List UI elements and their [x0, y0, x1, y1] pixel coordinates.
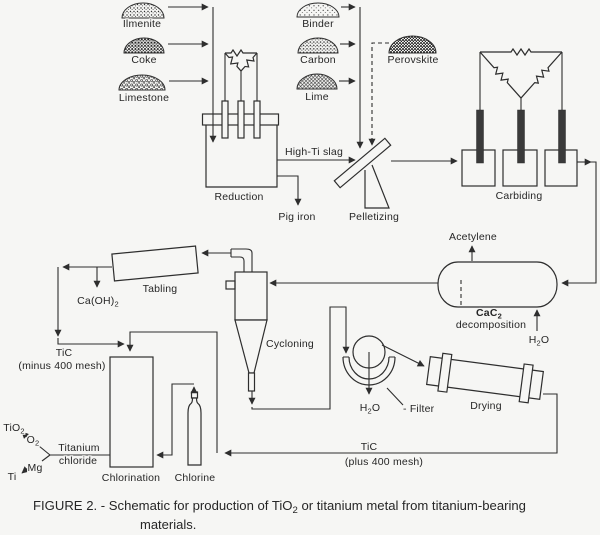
- binder-mound: [296, 2, 340, 18]
- carbiding-resistor-top: [480, 47, 562, 57]
- titanium-chloride-label-1: Titanium: [58, 442, 100, 454]
- tic-plus-label: TiC: [361, 441, 378, 453]
- titanium-chloride-label-2: chloride: [59, 455, 97, 467]
- chlorine-cylinder-body: [187, 397, 202, 466]
- cyclone-barrel: [234, 271, 268, 321]
- chlorine-cylinder-tip: [190, 391, 199, 399]
- cac2-decomposition-vessel: [437, 261, 558, 308]
- tabling-table: [111, 245, 199, 282]
- raw-materials-middle: [296, 2, 437, 149]
- perovskite-label: Perovskite: [387, 54, 438, 66]
- perovskite-mound: [388, 35, 437, 54]
- tabling-label: Tabling: [143, 283, 178, 295]
- ti-label: Ti: [8, 471, 17, 483]
- coke-mound: [123, 37, 165, 54]
- chlorine-cylinder: [187, 391, 202, 466]
- mg-to-ti-arrow: [21, 466, 30, 474]
- tic-plus-to-chlorination: [126, 331, 218, 453]
- carbiding-electrode-1: [476, 109, 484, 164]
- tio2-label: TiO2: [3, 422, 25, 436]
- drying-label: Drying: [470, 400, 502, 412]
- carbiding-label: Carbiding: [496, 190, 543, 202]
- reduction-label: Reduction: [214, 191, 263, 203]
- minus-mesh-label: (minus 400 mesh): [18, 360, 105, 372]
- dryer-collar-right: [518, 363, 534, 404]
- carbiding-electrode-2: [517, 109, 525, 164]
- cac2-label: CaC2: [476, 307, 502, 321]
- binder-label: Binder: [302, 18, 334, 30]
- reduction-electrode-leads: [224, 53, 258, 101]
- cyclone-vortex-pipe: [230, 248, 253, 272]
- lime-mound: [296, 73, 338, 90]
- carbon-label: Carbon: [300, 54, 336, 66]
- lime-label: Lime: [305, 91, 329, 103]
- dryer-shell: [425, 356, 545, 400]
- branch-to-mg: [41, 454, 51, 462]
- carbiding-electrode-3: [558, 109, 566, 164]
- branch-to-o2: [38, 445, 51, 456]
- carbon-mound: [297, 37, 339, 54]
- raw-materials-left: [118, 2, 217, 143]
- plus-mesh-label: (plus 400 mesh): [345, 456, 423, 468]
- figure-caption-line2: materials.: [140, 517, 196, 532]
- cyclone-cone: [234, 319, 268, 374]
- cyclone-inlet-stub: [225, 280, 236, 290]
- pelletizer-disc: [333, 137, 392, 189]
- chlorination-vessel: [109, 356, 154, 468]
- o2-label: O2: [27, 434, 40, 448]
- chlorination-label: Chlorination: [102, 472, 160, 484]
- pelletizing-unit: [333, 137, 392, 209]
- pig-iron-line: [277, 175, 302, 206]
- tic-minus-to-chlorination: [57, 338, 125, 348]
- limestone-label: Limestone: [119, 92, 169, 104]
- reduction-electrode-2: [237, 100, 245, 139]
- ilmenite-mound: [121, 2, 165, 19]
- pelletizer-stand: [364, 164, 390, 209]
- cyclone-spigot: [247, 372, 256, 392]
- tabling-unit: [111, 245, 199, 282]
- reduction-electrode-3: [253, 100, 261, 139]
- chlorine-label: Chlorine: [175, 472, 216, 484]
- carbiding-resistor-right: [520, 51, 563, 99]
- ilmenite-label: Ilmenite: [123, 18, 161, 30]
- tic-plus-line: [224, 393, 558, 457]
- carbiding-electrode-leads: [479, 52, 563, 110]
- tic-minus-label: TiC: [56, 347, 73, 359]
- dryer-collar-left: [437, 352, 453, 393]
- reduction-resistor-top: [225, 48, 257, 58]
- caoh2-label: Ca(OH)2: [77, 295, 119, 309]
- reduction-resistor-left: [224, 52, 242, 72]
- carbiding-resistor-left: [479, 51, 522, 99]
- reduction-shell: [205, 125, 278, 188]
- figure-caption-line1: FIGURE 2. - Schematic for production of …: [33, 498, 526, 516]
- reduction-furnace: [201, 48, 280, 188]
- limestone-mound: [118, 74, 166, 91]
- chlorine-to-chlorination: [156, 383, 194, 459]
- carbiding-furnace: [461, 47, 578, 187]
- acetylene-label: Acetylene: [449, 231, 497, 243]
- high-ti-slag-label: High-Ti slag: [285, 146, 343, 158]
- coke-label: Coke: [131, 54, 156, 66]
- drying-unit: [425, 352, 545, 404]
- filter-label: - Filter: [403, 403, 435, 415]
- h2o-filtrate-label: H2O: [360, 402, 381, 416]
- decomposition-label: decomposition: [456, 319, 526, 331]
- mg-label: Mg: [28, 462, 43, 474]
- h2o-decomposition-label: H2O: [529, 334, 550, 348]
- underflow-to-filter-line: [251, 306, 350, 410]
- reduction-resistor-right: [240, 52, 258, 72]
- carbide-to-decomposition-line: [561, 161, 597, 287]
- o2-to-tio2-arrow: [21, 431, 29, 439]
- reduction-electrode-1: [221, 100, 229, 139]
- cycloning-label: Cycloning: [266, 338, 314, 350]
- pelletizing-label: Pelletizing: [349, 211, 399, 223]
- perovskite-feed-line: [368, 42, 389, 146]
- filter-pointer-line: [386, 387, 404, 406]
- filter-to-dryer-arrow: [381, 344, 425, 367]
- pig-iron-label: Pig iron: [278, 211, 315, 223]
- cyclone-unit: [225, 248, 268, 392]
